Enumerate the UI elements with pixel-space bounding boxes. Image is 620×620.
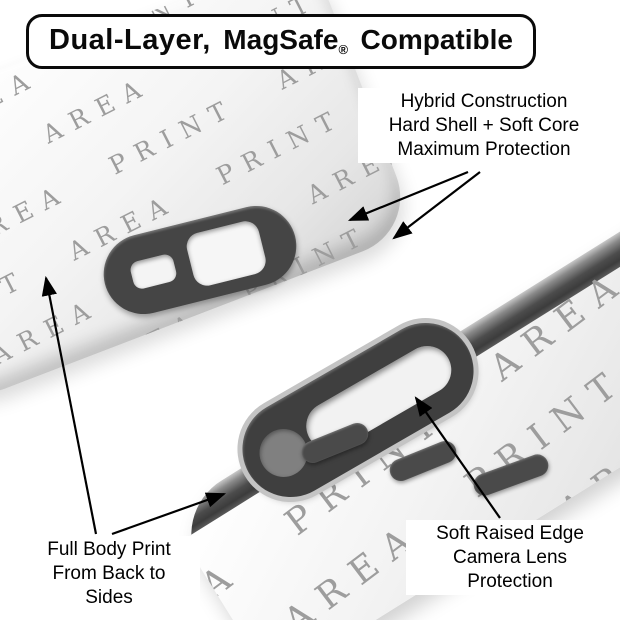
title-part-dual-layer: Dual-Layer, <box>49 24 211 56</box>
annotation-line: From Back to <box>52 562 166 584</box>
title-part-magsafe: MagSafe <box>223 24 339 55</box>
registered-trademark-symbol: ® <box>338 42 349 57</box>
annotation-line: Soft Raised Edge <box>436 523 584 544</box>
annotation-full-body-print: Full Body Print From Back to Sides <box>18 536 200 612</box>
title-banner: Dual-Layer, MagSafe® Compatible <box>26 14 536 69</box>
annotation-line: Protection <box>467 570 553 592</box>
annotation-line: Full Body Print <box>47 539 171 560</box>
annotation-hybrid-construction: Hybrid Construction Hard Shell + Soft Co… <box>358 88 610 164</box>
title-part-compatible: Compatible <box>360 24 513 55</box>
camera-flash-hole <box>128 252 179 291</box>
annotation-line: Maximum Protection <box>397 138 571 160</box>
annotation-line: Camera Lens <box>452 546 568 568</box>
annotation-line: Hybrid Construction <box>400 91 568 112</box>
annotation-line: Hard Shell + Soft Core <box>388 114 580 136</box>
camera-lens-hole <box>183 218 269 289</box>
annotation-soft-raised-edge: Soft Raised Edge Camera Lens Protection <box>406 520 614 596</box>
annotation-line: Sides <box>85 586 133 608</box>
